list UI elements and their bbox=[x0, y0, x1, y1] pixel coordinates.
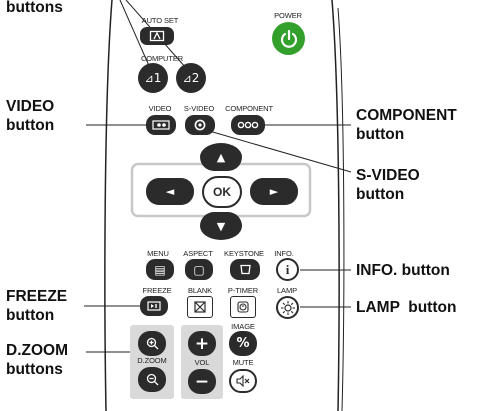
label-video: VIDEO bbox=[148, 104, 172, 113]
label-computer: COMPUTER bbox=[140, 54, 184, 63]
freeze-button[interactable] bbox=[140, 296, 168, 316]
ok-button[interactable]: OK bbox=[202, 176, 242, 208]
lamp-button[interactable] bbox=[276, 296, 299, 319]
auto-set-button[interactable] bbox=[140, 27, 174, 45]
label-power: POWER bbox=[274, 11, 302, 20]
callout-freeze-button: FREEZE button bbox=[6, 288, 68, 324]
video-button[interactable] bbox=[146, 115, 176, 135]
label-mute: MUTE bbox=[232, 358, 254, 367]
label-s-video: S-VIDEO bbox=[183, 104, 215, 113]
aspect-button[interactable]: ▢ bbox=[185, 259, 213, 280]
volume-down-button[interactable]: − bbox=[188, 369, 216, 394]
minus-icon: − bbox=[194, 371, 210, 392]
zoom-out-icon bbox=[146, 373, 158, 386]
component-icon bbox=[237, 121, 259, 129]
zoom-in-icon bbox=[146, 337, 158, 350]
callout-lamp-button: LAMP button bbox=[356, 299, 457, 316]
remote-right-edge bbox=[331, 0, 340, 411]
remote-right-edge-inner bbox=[337, 7, 345, 411]
label-lamp: LAMP bbox=[276, 286, 298, 295]
label-auto-set: AUTO SET bbox=[141, 16, 179, 25]
aspect-icon: ▢ bbox=[193, 262, 205, 277]
s-video-icon bbox=[194, 119, 206, 131]
down-arrow-icon: ▼ bbox=[216, 219, 226, 233]
remote-left-edge bbox=[104, 0, 113, 411]
lamp-icon bbox=[280, 300, 295, 315]
volume-up-button[interactable]: + bbox=[188, 331, 216, 356]
right-arrow-button[interactable]: ► bbox=[250, 178, 298, 205]
callout-computer-buttons: buttons bbox=[6, 0, 63, 16]
power-icon bbox=[280, 29, 297, 48]
blank-icon bbox=[194, 301, 206, 313]
computer-2-button[interactable]: ⊿ 2 bbox=[176, 63, 206, 93]
computer-1-label: 1 bbox=[153, 71, 162, 85]
power-button[interactable] bbox=[272, 22, 305, 55]
image-button[interactable]: % bbox=[229, 331, 257, 356]
p-timer-button[interactable] bbox=[230, 296, 256, 318]
left-arrow-button[interactable]: ◄ bbox=[146, 178, 194, 205]
computer-1-button[interactable]: ⊿ 1 bbox=[138, 63, 168, 93]
callout-svideo-button: S-VIDEO button bbox=[356, 167, 420, 203]
label-d-zoom: D.ZOOM bbox=[137, 356, 167, 365]
label-info: INFO. bbox=[274, 249, 294, 258]
label-keystone: KEYSTONE bbox=[224, 249, 264, 258]
blank-button[interactable] bbox=[187, 296, 213, 318]
freeze-icon bbox=[147, 301, 161, 311]
leader-computer-1 bbox=[119, 0, 151, 69]
up-arrow-icon: ▲ bbox=[216, 150, 226, 164]
d-zoom-out-button[interactable] bbox=[138, 367, 166, 392]
menu-button[interactable]: ▤ bbox=[146, 259, 174, 280]
label-p-timer: P-TIMER bbox=[227, 286, 259, 295]
auto-set-icon bbox=[149, 30, 165, 42]
callout-component-button: COMPONENT button bbox=[356, 107, 457, 143]
callout-info-button: INFO. button bbox=[356, 262, 450, 279]
video-icon bbox=[152, 120, 170, 130]
menu-icon: ▤ bbox=[154, 262, 166, 277]
mute-icon bbox=[236, 375, 250, 387]
computer-plug-icon: ⊿ bbox=[144, 71, 154, 85]
label-vol: VOL bbox=[194, 358, 210, 367]
image-icon: % bbox=[236, 336, 250, 351]
leader-svideo bbox=[198, 127, 352, 173]
keystone-button[interactable] bbox=[230, 259, 260, 280]
timer-icon bbox=[237, 301, 249, 313]
info-button[interactable]: i bbox=[276, 258, 299, 281]
label-menu: MENU bbox=[147, 249, 169, 258]
label-blank: BLANK bbox=[187, 286, 213, 295]
down-arrow-button[interactable]: ▼ bbox=[200, 212, 242, 240]
label-image: IMAGE bbox=[231, 322, 255, 331]
d-zoom-in-button[interactable] bbox=[138, 331, 166, 356]
plus-icon: + bbox=[194, 333, 210, 354]
label-component: COMPONENT bbox=[225, 104, 273, 113]
callout-video-button: VIDEO button bbox=[6, 98, 55, 134]
computer-plug-icon: ⊿ bbox=[182, 71, 192, 85]
s-video-button[interactable] bbox=[185, 115, 215, 135]
component-button[interactable] bbox=[231, 115, 265, 135]
label-aspect: ASPECT bbox=[183, 249, 213, 258]
label-freeze: FREEZE bbox=[142, 286, 172, 295]
computer-2-label: 2 bbox=[191, 71, 200, 85]
right-arrow-icon: ► bbox=[269, 185, 279, 198]
up-arrow-button[interactable]: ▲ bbox=[200, 143, 242, 171]
keystone-icon bbox=[239, 264, 251, 275]
callout-dzoom-buttons: D.ZOOM buttons bbox=[6, 342, 68, 378]
left-arrow-icon: ◄ bbox=[165, 185, 175, 198]
info-icon: i bbox=[285, 261, 290, 277]
ok-label: OK bbox=[213, 185, 231, 199]
mute-button[interactable] bbox=[229, 369, 257, 393]
